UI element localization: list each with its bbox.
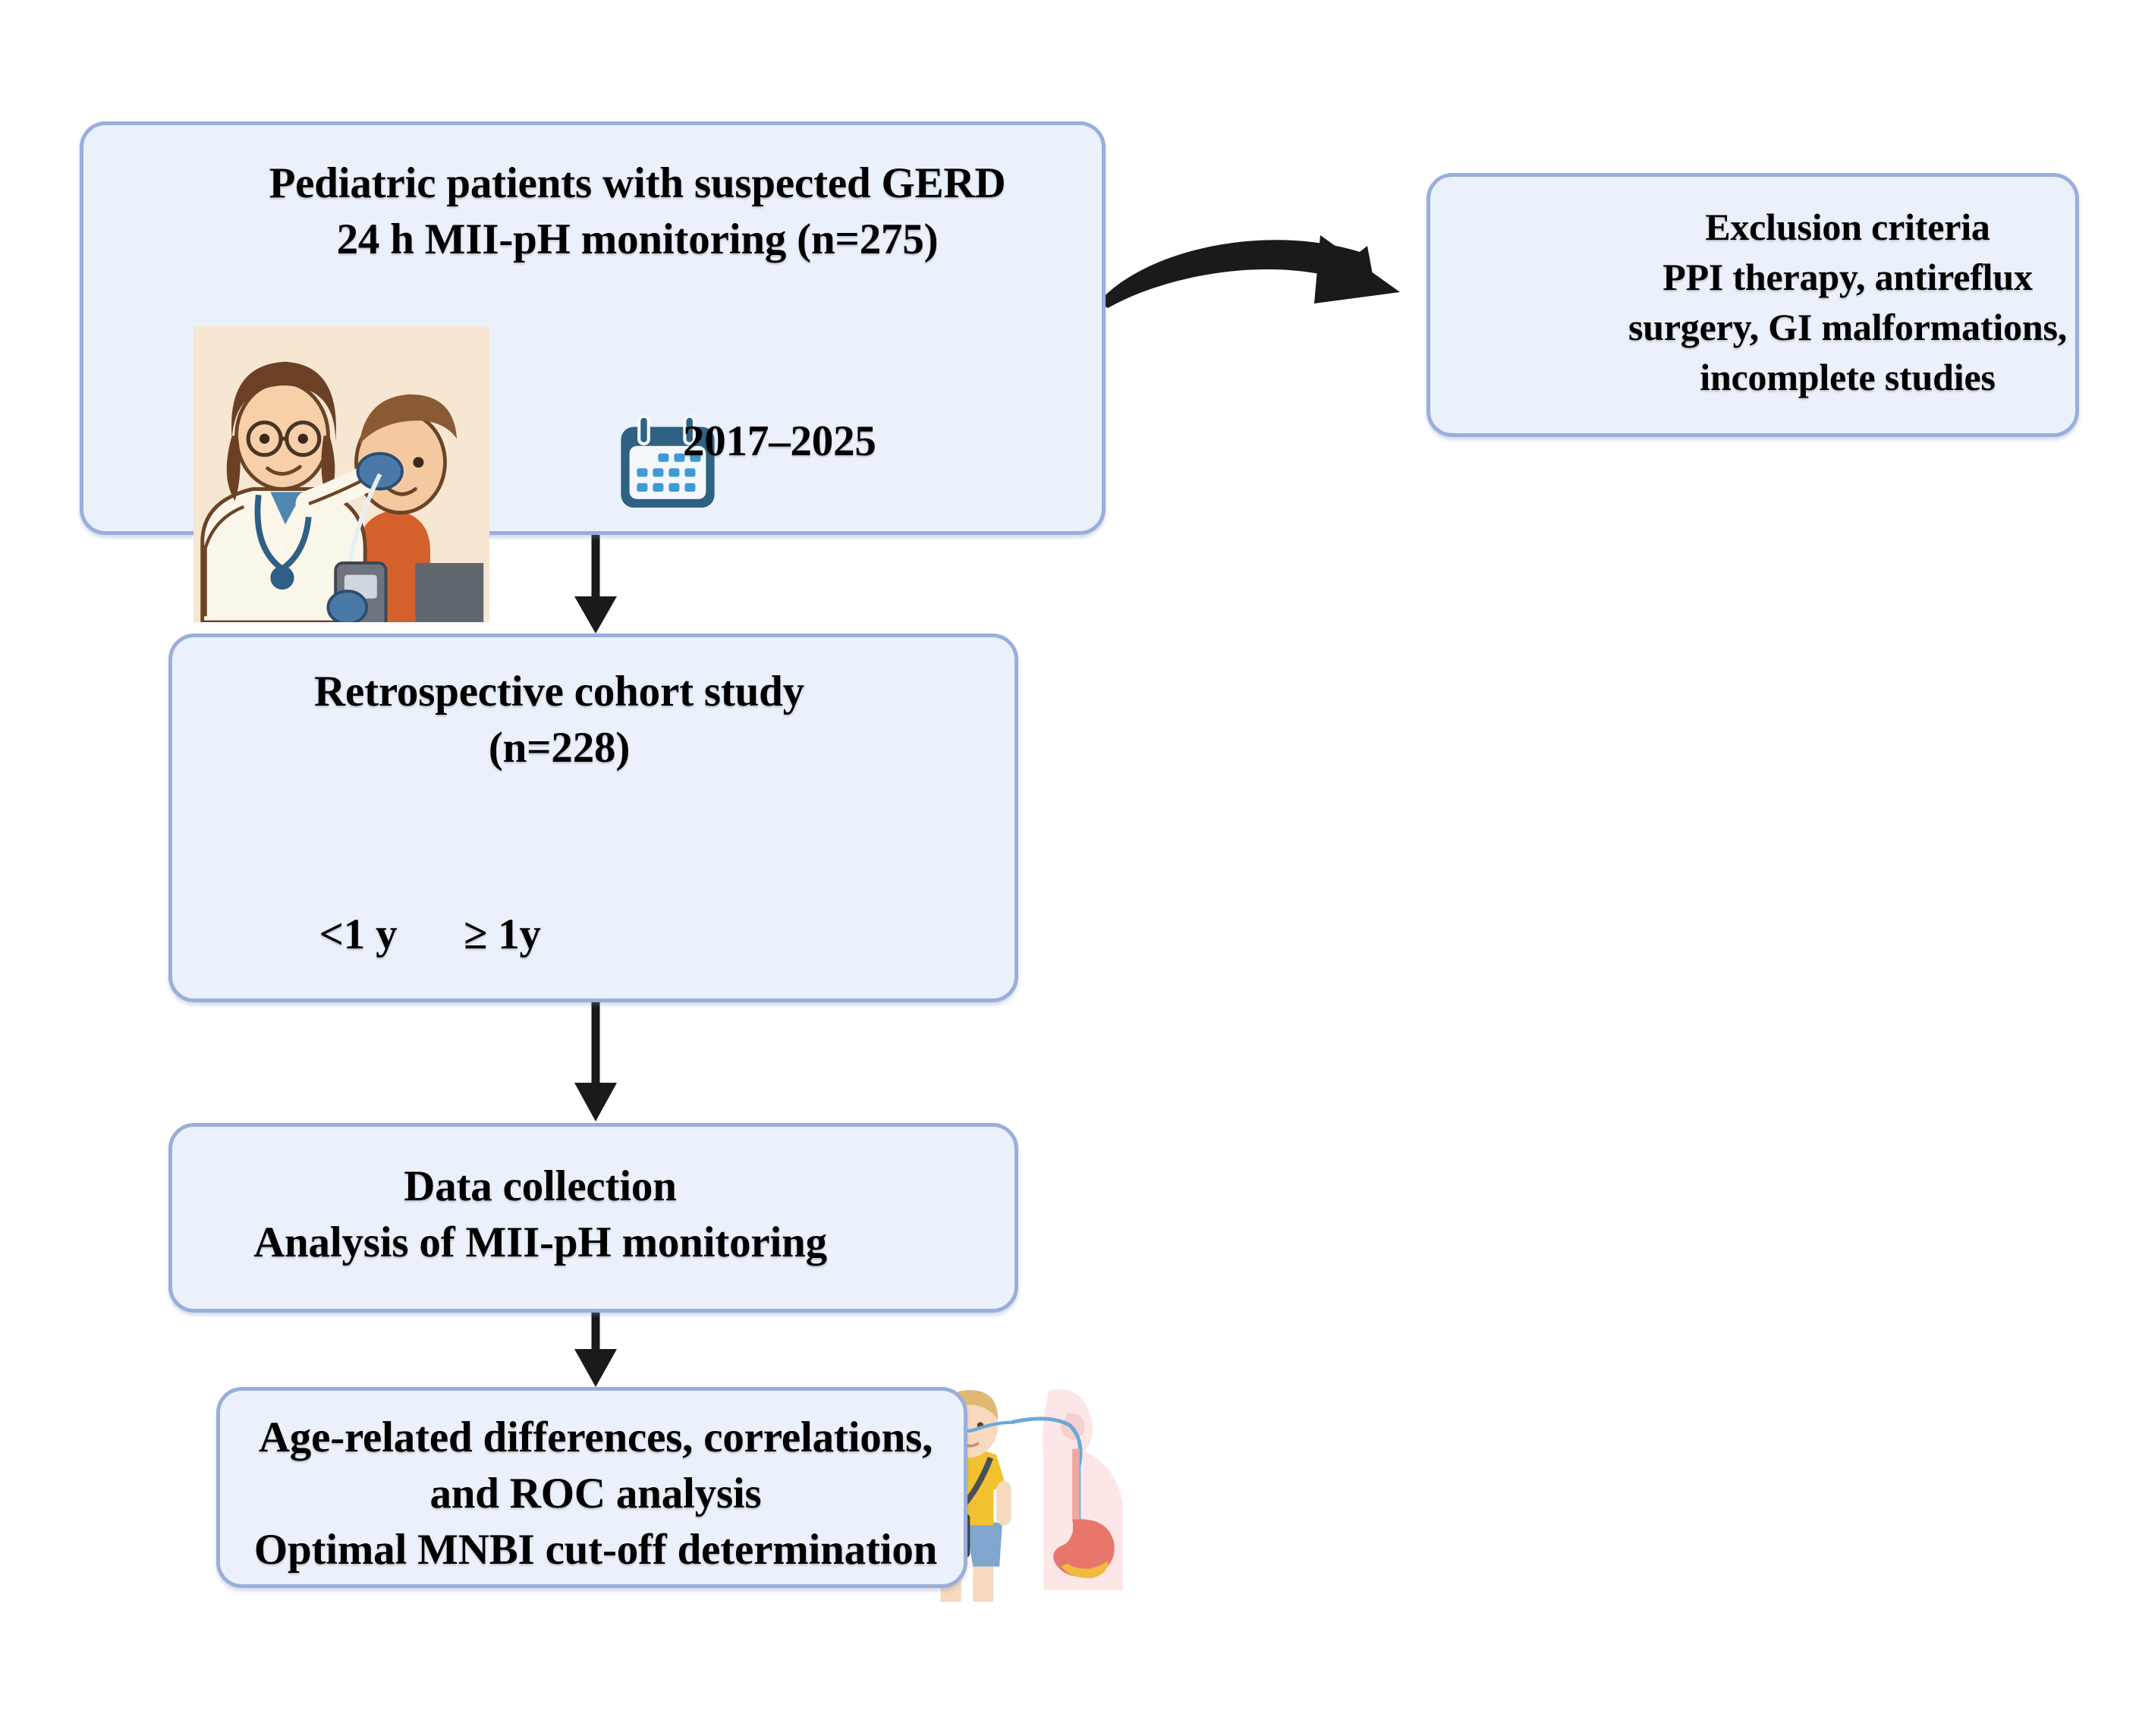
cohort-group-older-label: ≥ 1y [464, 910, 541, 958]
cohort-box: Retrospective cohort study (n=228) <1 y … [168, 634, 1143, 1605]
analysis-title: Age-related differences, correlations, a… [253, 1414, 938, 1574]
connector-enrollment-to-cohort [574, 531, 617, 634]
connector-cohort-to-data-collection [574, 1002, 617, 1121]
enrollment-box: Pediatric patients with suspected GERD 2… [80, 121, 1106, 622]
enrollment-year-range: 2017–2025 [683, 417, 876, 465]
analysis-box: Age-related differences, correlations, a… [216, 1387, 967, 1588]
connector-enrollment-to-exclusion [1099, 235, 1400, 308]
data-collection-title: Data collection Analysis of MII-pH monit… [253, 1162, 827, 1267]
enrollment-title: Pediatric patients with suspected GERD 2… [269, 159, 1006, 264]
cohort-group-infant-label: <1 y [319, 910, 398, 958]
exclusion-criteria-text: Exclusion criteria PPI therapy, antirefl… [1628, 206, 2068, 398]
data-collection-box: Data collection Analysis of MII-pH monit… [168, 1123, 1018, 1313]
calendar-icon [621, 414, 715, 508]
exclusion-criteria-box: Exclusion criteria PPI therapy, antirefl… [1427, 173, 2079, 437]
cohort-title: Retrospective cohort study (n=228) [314, 668, 804, 772]
doctor-inserting-probe-illustration [193, 326, 489, 622]
connector-data-collection-to-analysis [574, 1311, 617, 1387]
